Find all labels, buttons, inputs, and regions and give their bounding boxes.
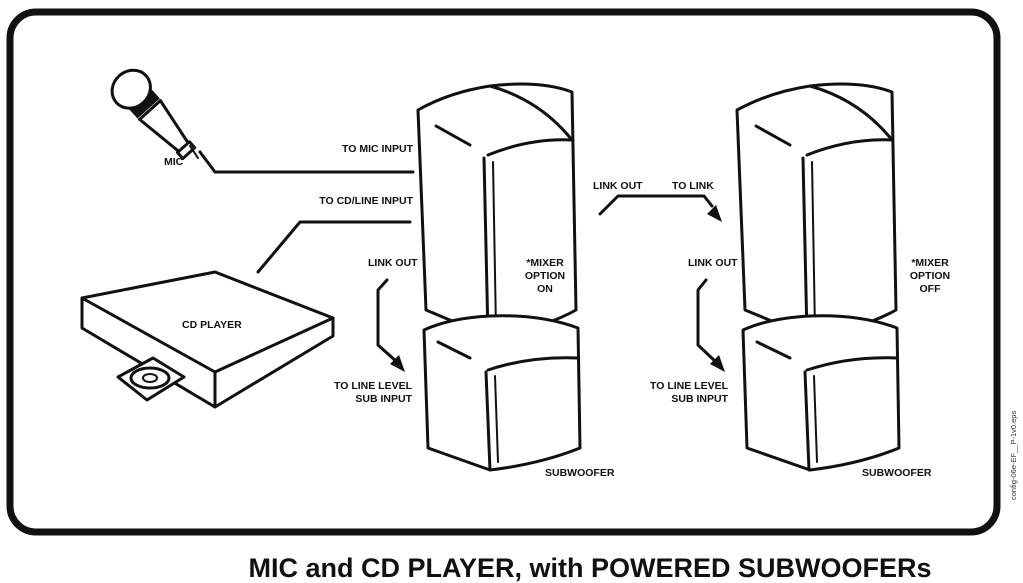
mixer-on-label: *MIXER OPTION ON	[525, 257, 565, 295]
subwoofer-right	[741, 314, 901, 472]
svg-text:*MIXER: *MIXER	[526, 257, 564, 269]
link-cable	[598, 194, 714, 216]
svg-text:SUB INPUT: SUB INPUT	[671, 393, 728, 405]
svg-text:*MIXER: *MIXER	[911, 257, 949, 269]
link-arrowhead	[707, 205, 722, 222]
diagram-title: MIC and CD PLAYER, with POWERED SUBWOOFE…	[248, 553, 931, 583]
sub-input-left-label: TO LINE LEVEL SUB INPUT	[334, 380, 413, 405]
mixer-off-label: *MIXER OPTION OFF	[910, 257, 950, 295]
mic-cable	[198, 150, 415, 174]
left-sub-arrowhead	[390, 355, 405, 372]
link-out-left-label: LINK OUT	[368, 257, 418, 269]
main-speaker-left	[416, 82, 578, 338]
link-out-center-label: LINK OUT	[593, 180, 643, 192]
cd-player-icon	[80, 270, 335, 409]
link-out-right-label: LINK OUT	[688, 257, 738, 269]
right-sub-arrowhead	[710, 355, 725, 372]
subwoofer-left-label: SUBWOOFER	[545, 467, 615, 479]
sub-input-right-label: TO LINE LEVEL SUB INPUT	[650, 380, 729, 405]
mic-label: MIC	[164, 156, 184, 168]
left-sub-cable	[376, 278, 399, 364]
to-link-label: TO LINK	[672, 180, 714, 192]
svg-text:OPTION: OPTION	[525, 270, 565, 282]
svg-text:TO LINE LEVEL: TO LINE LEVEL	[650, 380, 729, 392]
microphone-icon	[110, 68, 199, 160]
svg-text:TO LINE LEVEL: TO LINE LEVEL	[334, 380, 413, 392]
to-mic-input-label: TO MIC INPUT	[342, 143, 414, 155]
cd-cable	[256, 220, 412, 274]
subwoofer-left	[422, 314, 582, 472]
main-speaker-right	[735, 82, 898, 338]
cd-player-label: CD PLAYER	[182, 319, 242, 331]
to-cd-line-input-label: TO CD/LINE INPUT	[319, 195, 413, 207]
svg-text:OPTION: OPTION	[910, 270, 950, 282]
file-label: config-06e-EF__P-1v0.eps	[1009, 411, 1018, 500]
right-sub-cable	[696, 278, 718, 364]
svg-text:OFF: OFF	[920, 283, 942, 295]
svg-text:SUB INPUT: SUB INPUT	[355, 393, 412, 405]
svg-text:ON: ON	[537, 283, 553, 295]
subwoofer-right-label: SUBWOOFER	[862, 467, 932, 479]
